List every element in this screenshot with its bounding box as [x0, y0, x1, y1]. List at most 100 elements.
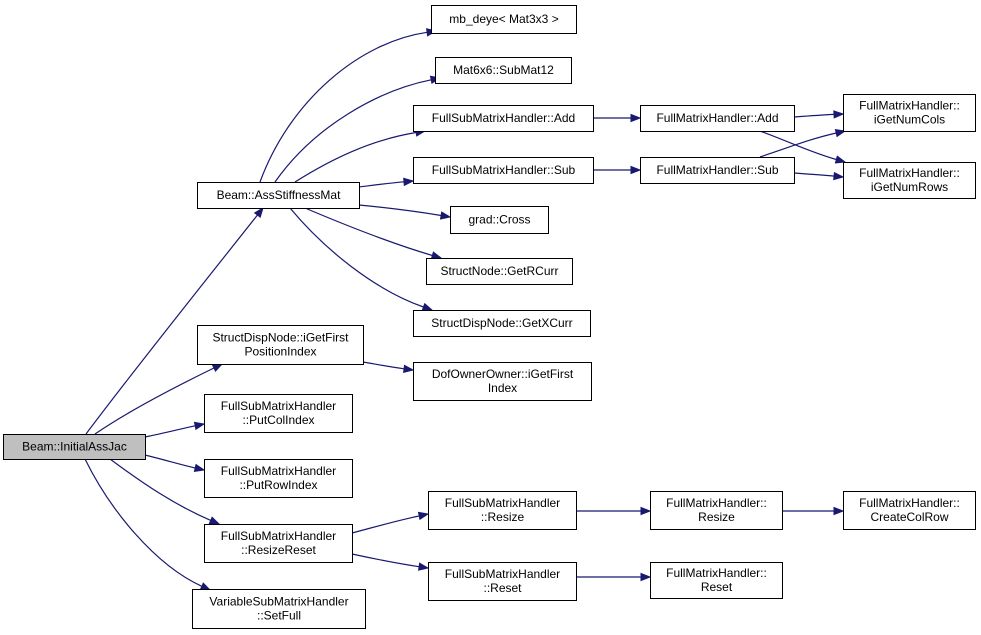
node-label: grad::Cross [468, 213, 530, 227]
node-box [843, 94, 976, 132]
node-fmh-reset[interactable]: FullMatrixHandler::Reset [650, 562, 783, 599]
edge-ass-stiffness-mat-to-grad-cross [358, 204, 452, 220]
node-box [413, 310, 591, 337]
node-label: StructDispNode::GetXCurr [431, 316, 572, 330]
node-label: FullMatrixHandler:: [666, 566, 767, 580]
node-box [413, 105, 594, 132]
node-label: FullSubMatrixHandler::Add [432, 111, 575, 125]
node-ass-stiffness-mat[interactable]: Beam::AssStiffnessMat [197, 182, 360, 209]
node-label: ::PutRowIndex [239, 478, 317, 492]
node-box [450, 206, 549, 234]
edge-ass-stiffness-mat-to-get-rcurr [304, 207, 443, 260]
edge-fsmh-add-to-fmh-add [593, 113, 642, 123]
node-label: FullSubMatrixHandler [221, 529, 336, 543]
edge-initial-ass-jac-to-set-full [84, 458, 212, 591]
node-box [435, 57, 572, 84]
node-fsmh-sub[interactable]: FullSubMatrixHandler::Sub [413, 157, 594, 184]
node-label: StructDispNode::iGetFirst [212, 331, 349, 345]
node-label: ::Reset [483, 581, 522, 595]
node-box [431, 5, 577, 34]
node-box [650, 491, 783, 530]
node-fmh-resize[interactable]: FullMatrixHandler::Resize [650, 491, 783, 530]
node-label: FullMatrixHandler:: [859, 496, 960, 510]
node-resize-reset[interactable]: FullSubMatrixHandler::ResizeReset [204, 524, 353, 563]
node-box [204, 459, 353, 498]
edge-resize-reset-to-fsmh-reset [351, 553, 430, 571]
node-box [3, 434, 146, 460]
node-label: VariableSubMatrixHandler [209, 595, 348, 609]
edge-ass-stiffness-mat-to-fsmh-sub [358, 177, 415, 188]
node-fmh-sub[interactable]: FullMatrixHandler::Sub [640, 157, 795, 184]
node-box [640, 157, 795, 184]
node-label: FullSubMatrixHandler [221, 464, 336, 478]
edge-fmh-resize-to-create-col-row [782, 506, 845, 516]
node-box [413, 157, 594, 184]
node-box [640, 105, 795, 132]
node-label: FullMatrixHandler:: [666, 496, 767, 510]
edge-fmh-add-to-get-num-rows [759, 130, 847, 164]
node-mb-deye[interactable]: mb_deye< Mat3x3 > [431, 5, 577, 34]
node-label: FullMatrixHandler:: [859, 99, 960, 113]
node-get-num-rows[interactable]: FullMatrixHandler::iGetNumRows [843, 162, 976, 199]
node-get-xcurr[interactable]: StructDispNode::GetXCurr [413, 310, 591, 337]
node-label: Beam::InitialAssJac [22, 440, 127, 454]
node-box [650, 562, 783, 599]
node-put-row-index[interactable]: FullSubMatrixHandler::PutRowIndex [204, 459, 353, 498]
node-box [428, 491, 577, 530]
node-label: FullMatrixHandler:: [859, 166, 960, 180]
edge-fsmh-sub-to-fmh-sub [593, 165, 642, 175]
edge-ass-stiffness-mat-to-mb-deye [259, 28, 438, 183]
node-label: FullSubMatrixHandler [445, 567, 560, 581]
edge-get-first-position-index-to-dof-get-first-index [362, 361, 415, 373]
node-create-col-row[interactable]: FullMatrixHandler::CreateColRow [843, 491, 976, 530]
node-box [413, 362, 592, 401]
node-label: Resize [698, 510, 735, 524]
edge-initial-ass-jac-to-put-row-index [144, 454, 206, 473]
node-box [197, 325, 364, 365]
node-label: DofOwnerOwner::iGetFirst [432, 367, 574, 381]
node-submat12[interactable]: Mat6x6::SubMat12 [435, 57, 572, 84]
node-grad-cross[interactable]: grad::Cross [450, 206, 549, 234]
edge-fmh-sub-to-get-num-rows [793, 171, 845, 181]
edge-fmh-add-to-get-num-cols [793, 110, 845, 119]
node-label: ::Resize [481, 510, 525, 524]
node-label: FullMatrixHandler::Add [656, 111, 778, 125]
edge-initial-ass-jac-to-get-first-position-index [94, 363, 224, 435]
node-box [197, 182, 360, 209]
node-box [843, 491, 976, 530]
node-box [843, 162, 976, 199]
edge-initial-ass-jac-to-ass-stiffness-mat [85, 206, 264, 435]
node-label: Beam::AssStiffnessMat [217, 188, 341, 202]
edge-resize-reset-to-fsmh-resize [351, 511, 430, 534]
node-box [192, 589, 366, 629]
node-box [426, 258, 573, 285]
node-box [204, 524, 353, 563]
edge-fsmh-reset-to-fmh-reset [576, 572, 652, 582]
node-put-col-index[interactable]: FullSubMatrixHandler::PutColIndex [204, 394, 353, 433]
node-label: iGetNumRows [871, 180, 948, 194]
node-label: StructNode::GetRCurr [440, 264, 558, 278]
node-get-rcurr[interactable]: StructNode::GetRCurr [426, 258, 573, 285]
node-label: Index [488, 381, 517, 395]
node-label: ::SetFull [257, 609, 301, 623]
node-fsmh-resize[interactable]: FullSubMatrixHandler::Resize [428, 491, 577, 530]
node-fmh-add[interactable]: FullMatrixHandler::Add [640, 105, 795, 132]
edge-initial-ass-jac-to-put-col-index [144, 421, 206, 438]
node-get-num-cols[interactable]: FullMatrixHandler::iGetNumCols [843, 94, 976, 132]
node-fsmh-add[interactable]: FullSubMatrixHandler::Add [413, 105, 594, 132]
call-nodes: Beam::InitialAssJac Beam::AssStiffnessMat… [3, 5, 976, 629]
node-label: PositionIndex [244, 345, 316, 359]
edge-fsmh-resize-to-fmh-resize [576, 506, 652, 516]
node-box [428, 562, 577, 601]
node-initial-ass-jac[interactable]: Beam::InitialAssJac [3, 434, 146, 460]
edge-ass-stiffness-mat-to-fsmh-add [294, 128, 427, 183]
node-label: FullSubMatrixHandler [221, 399, 336, 413]
node-label: CreateColRow [870, 510, 948, 524]
edge-fmh-sub-to-get-num-cols [759, 128, 847, 158]
node-fsmh-reset[interactable]: FullSubMatrixHandler::Reset [428, 562, 577, 601]
node-label: FullMatrixHandler::Sub [656, 163, 778, 177]
node-label: mb_deye< Mat3x3 > [449, 12, 558, 26]
node-set-full[interactable]: VariableSubMatrixHandler::SetFull [192, 589, 366, 629]
